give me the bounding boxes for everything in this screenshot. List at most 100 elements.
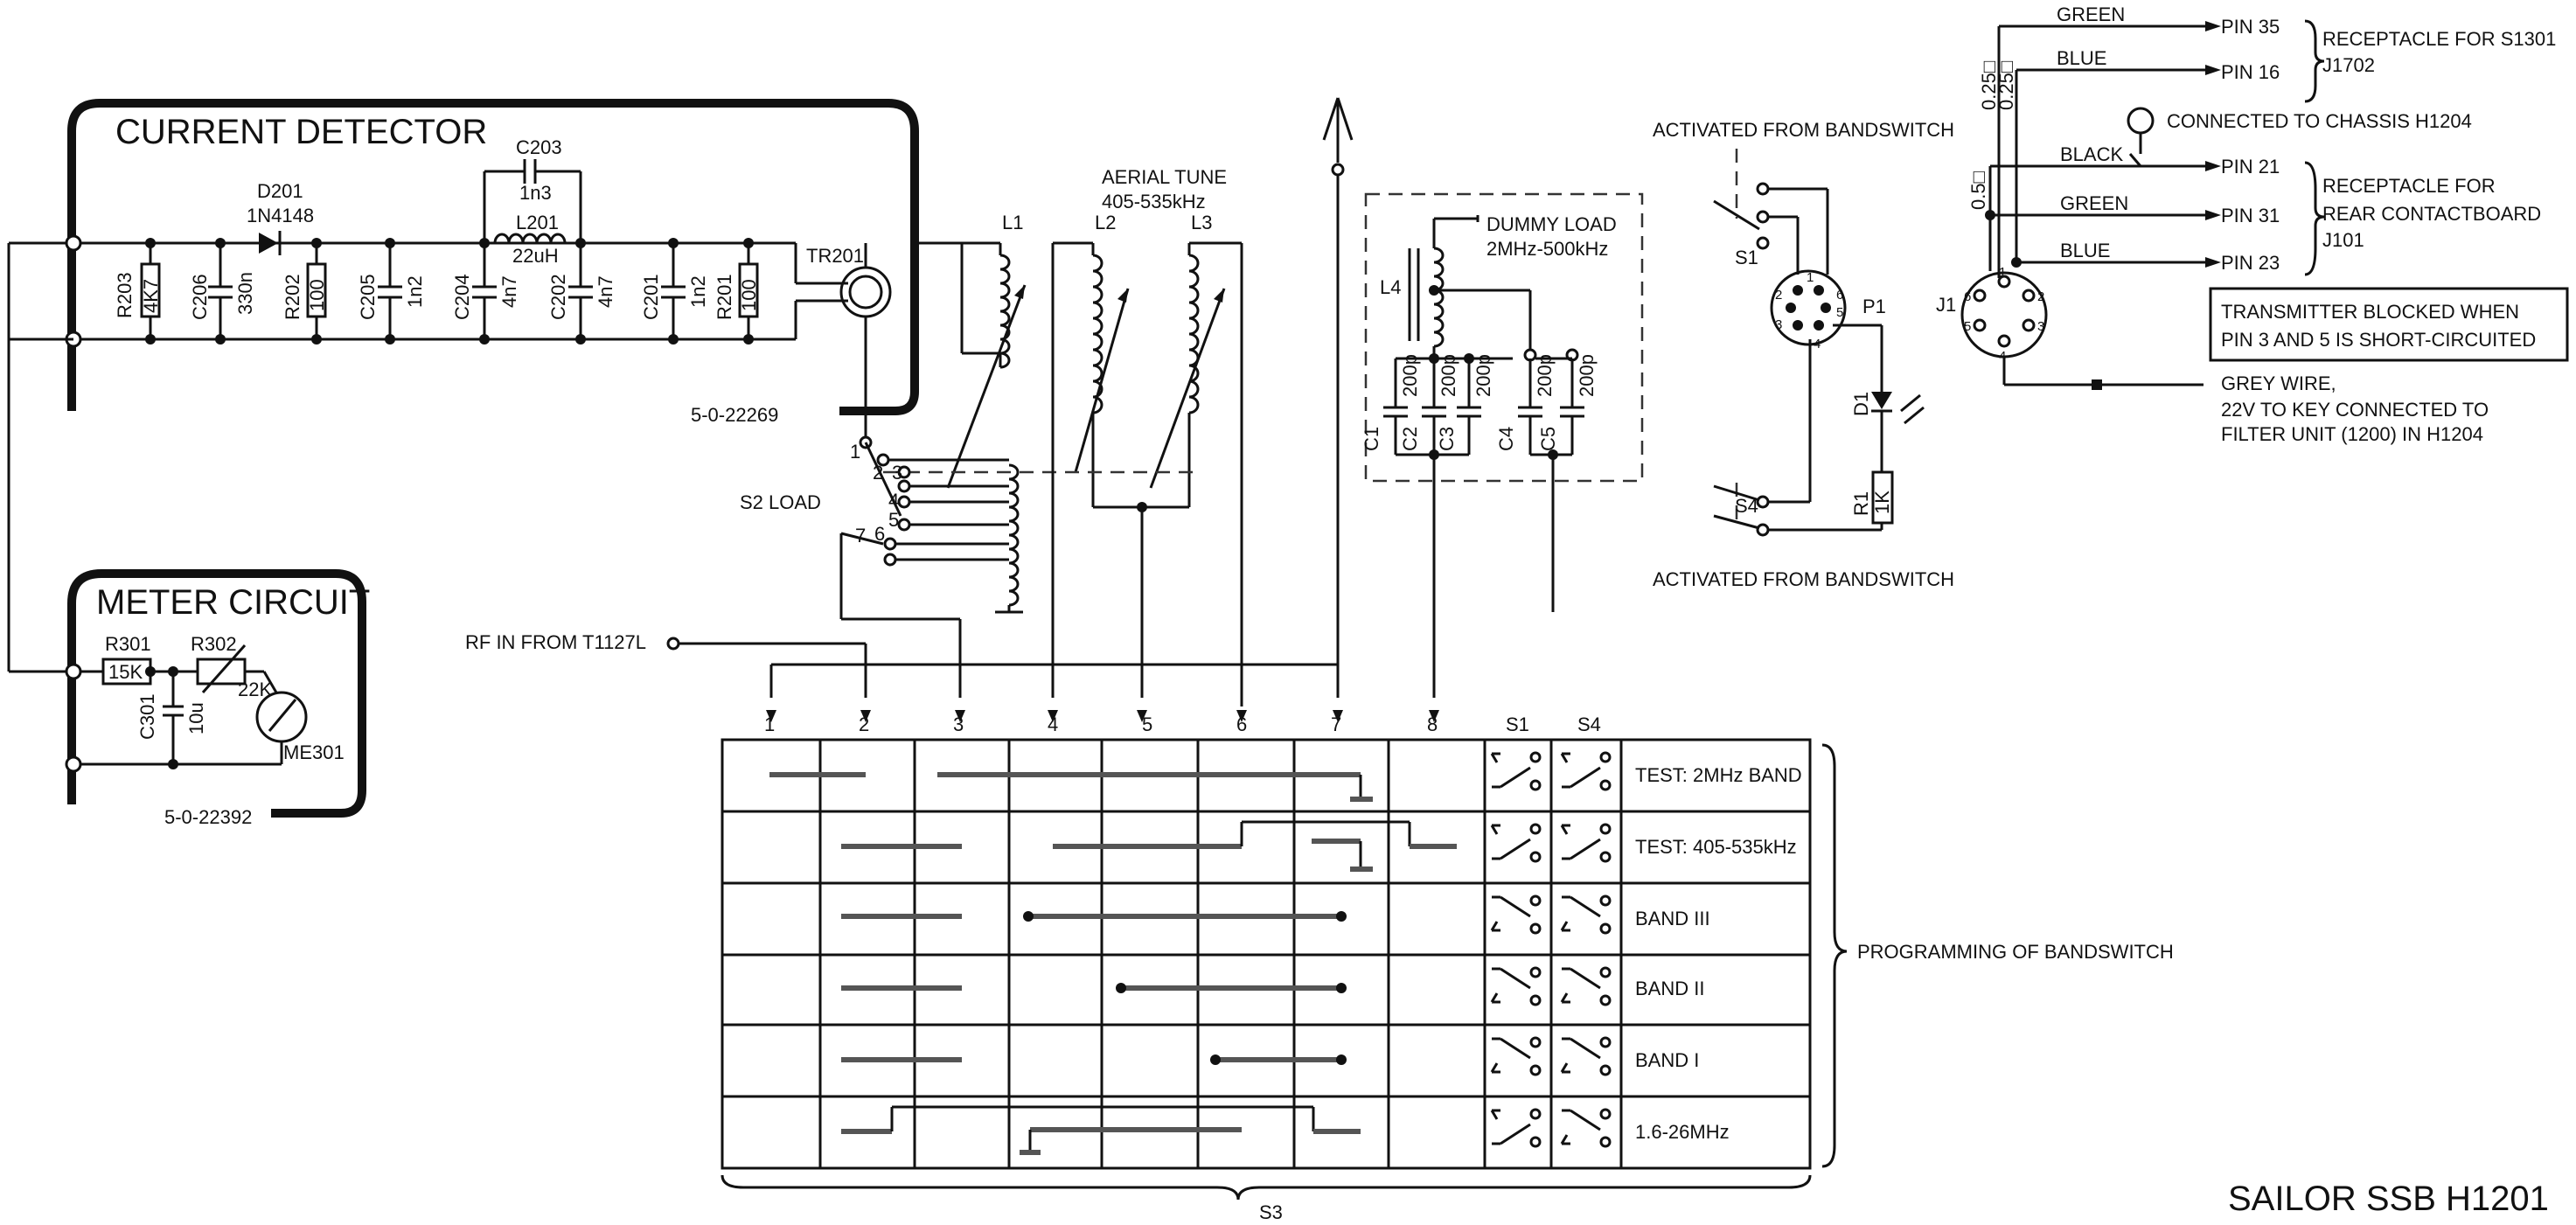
s3-brace — [721, 1174, 1812, 1201]
svg-text:TRANSMITTER BLOCKED WHEN: TRANSMITTER BLOCKED WHEN — [2221, 301, 2519, 323]
r202-resistor: R202 100 — [282, 238, 328, 345]
svg-text:C206: C206 — [189, 274, 211, 320]
svg-text:1N4148: 1N4148 — [247, 205, 314, 226]
svg-text:RECEPTACLE FOR S1301: RECEPTACLE FOR S1301 — [2322, 28, 2556, 50]
row-label-band-i: BAND I — [1635, 1049, 1699, 1071]
aerial-tune-title: AERIAL TUNE — [1102, 166, 1227, 188]
bandswitch-contacts: ACTIVATED FROM BANDSWITCH ACTIVATED FROM… — [1653, 119, 1954, 590]
svg-text:0.25□: 0.25□ — [1995, 61, 2017, 110]
current-detector: CURRENT DETECTOR 5-0-22269 D201 1N4148 R… — [7, 99, 919, 673]
svg-text:0.25□: 0.25□ — [1978, 61, 2000, 110]
s3-label: S3 — [1259, 1201, 1283, 1223]
svg-text:1: 1 — [850, 441, 860, 463]
row-label-band-iii: BAND III — [1635, 908, 1710, 929]
svg-text:5: 5 — [888, 509, 899, 531]
c206-capacitor: C206 330n — [189, 238, 256, 345]
svg-text:6: 6 — [1964, 289, 1971, 304]
s2-taps: 2 3 4 5 6 7 — [855, 442, 1009, 567]
programming-brace — [1821, 743, 1848, 1168]
svg-text:BLUE: BLUE — [2060, 240, 2110, 261]
svg-text:L201: L201 — [516, 212, 559, 233]
antenna-icon — [1322, 97, 1354, 698]
svg-text:C1: C1 — [1361, 427, 1382, 451]
col-header-4: 4 — [1048, 713, 1058, 735]
svg-text:ACTIVATED FROM BANDSWITCH: ACTIVATED FROM BANDSWITCH — [1653, 568, 1954, 590]
svg-text:2: 2 — [873, 462, 883, 484]
svg-text:TR201: TR201 — [806, 245, 864, 267]
rf-input: RF IN FROM T1127L — [465, 243, 1338, 698]
svg-text:200p: 200p — [1576, 354, 1598, 397]
svg-text:100: 100 — [738, 279, 760, 311]
svg-text:RECEPTACLE FOR: RECEPTACLE FOR — [2322, 175, 2496, 197]
col-header-s1: S1 — [1506, 713, 1529, 735]
j1-connector: 1 6 2 5 3 4 J1 — [1936, 265, 2048, 364]
l201-inductor: C203 1n3 L201 22uH — [483, 136, 582, 267]
svg-text:C4: C4 — [1495, 427, 1517, 451]
meter-circuit-title: METER CIRCUIT — [96, 583, 370, 622]
svg-text:ACTIVATED FROM BANDSWITCH: ACTIVATED FROM BANDSWITCH — [1653, 119, 1954, 141]
svg-text:1n3: 1n3 — [519, 182, 552, 204]
svg-text:6: 6 — [874, 523, 885, 545]
svg-text:BLUE: BLUE — [2057, 47, 2106, 69]
svg-text:4: 4 — [1814, 337, 1821, 351]
aerial-tune: AERIAL TUNE 405-535kHz L1 L2 L3 — [740, 166, 1243, 706]
svg-text:5: 5 — [1964, 319, 1971, 334]
svg-text:3: 3 — [1775, 317, 1782, 332]
svg-text:PIN 3 AND 5 IS SHORT-CIRCUITED: PIN 3 AND 5 IS SHORT-CIRCUITED — [2221, 329, 2536, 351]
svg-text:L2: L2 — [1095, 212, 1116, 233]
svg-text:C301: C301 — [136, 693, 158, 740]
svg-text:R1: R1 — [1850, 491, 1872, 516]
dummy-load: DUMMY LOAD 2MHz-500kHz L4 C — [1361, 192, 1644, 698]
svg-text:D201: D201 — [257, 180, 303, 202]
svg-text:3: 3 — [2037, 319, 2044, 334]
svg-text:P1: P1 — [1862, 296, 1886, 317]
svg-text:J1702: J1702 — [2322, 54, 2375, 76]
page-title: SAILOR SSB H1201 — [2228, 1180, 2549, 1218]
c201-capacitor: C201 1n2 — [640, 238, 709, 345]
svg-text:C205: C205 — [357, 274, 379, 320]
meter-circuit-part-no: 5-0-22392 — [164, 806, 252, 828]
switch-symbols — [1490, 751, 1612, 1148]
svg-text:L3: L3 — [1191, 212, 1212, 233]
svg-text:4K7: 4K7 — [140, 279, 162, 313]
svg-text:2: 2 — [2037, 289, 2044, 304]
svg-text:4n7: 4n7 — [595, 275, 616, 308]
col-header-s4: S4 — [1577, 713, 1601, 735]
row-label-test-2mhz: TEST: 2MHz BAND — [1635, 764, 1802, 786]
svg-text:10u: 10u — [185, 702, 207, 734]
row-label-band-ii: BAND II — [1635, 978, 1704, 999]
svg-text:R302: R302 — [191, 633, 237, 655]
svg-text:2MHz-500kHz: 2MHz-500kHz — [1486, 238, 1608, 260]
svg-text:C202: C202 — [547, 274, 569, 320]
col-header-5: 5 — [1142, 713, 1152, 735]
svg-text:J101: J101 — [2322, 229, 2364, 251]
svg-text:PIN 31: PIN 31 — [2221, 205, 2280, 226]
svg-text:REAR CONTACTBOARD: REAR CONTACTBOARD — [2322, 203, 2541, 225]
svg-text:PIN 21: PIN 21 — [2221, 156, 2280, 177]
svg-text:ME301: ME301 — [283, 741, 345, 763]
programming-table: 1 2 3 4 5 6 7 8 S1 S4 TEST: 2MHz BAND TE… — [721, 710, 2174, 1223]
svg-text:FILTER UNIT (1200) IN H1204: FILTER UNIT (1200) IN H1204 — [2221, 423, 2483, 445]
svg-text:4n7: 4n7 — [498, 275, 520, 308]
c205-capacitor: C205 1n2 — [357, 238, 426, 345]
svg-text:1: 1 — [1999, 265, 2006, 280]
tr201-transformer: TR201 — [794, 243, 892, 411]
current-detector-frame — [67, 99, 919, 415]
svg-text:R301: R301 — [105, 633, 151, 655]
svg-text:PIN 23: PIN 23 — [2221, 252, 2280, 274]
s2-load-label: S2 LOAD — [740, 491, 821, 513]
programming-label: PROGRAMMING OF BANDSWITCH — [1857, 941, 2174, 963]
svg-text:D1: D1 — [1850, 392, 1872, 416]
svg-text:1: 1 — [1807, 270, 1814, 285]
svg-text:6: 6 — [1836, 288, 1843, 303]
svg-text:1K: 1K — [1871, 491, 1893, 514]
svg-text:GREEN: GREEN — [2057, 3, 2125, 25]
svg-text:200p: 200p — [1534, 354, 1556, 397]
svg-text:PIN 16: PIN 16 — [2221, 61, 2280, 83]
svg-text:22V TO KEY CONNECTED TO: 22V TO KEY CONNECTED TO — [2221, 399, 2489, 421]
svg-text:PIN 35: PIN 35 — [2221, 16, 2280, 38]
svg-text:R203: R203 — [114, 272, 136, 318]
svg-text:L4: L4 — [1380, 276, 1401, 298]
svg-text:330n: 330n — [234, 272, 256, 315]
